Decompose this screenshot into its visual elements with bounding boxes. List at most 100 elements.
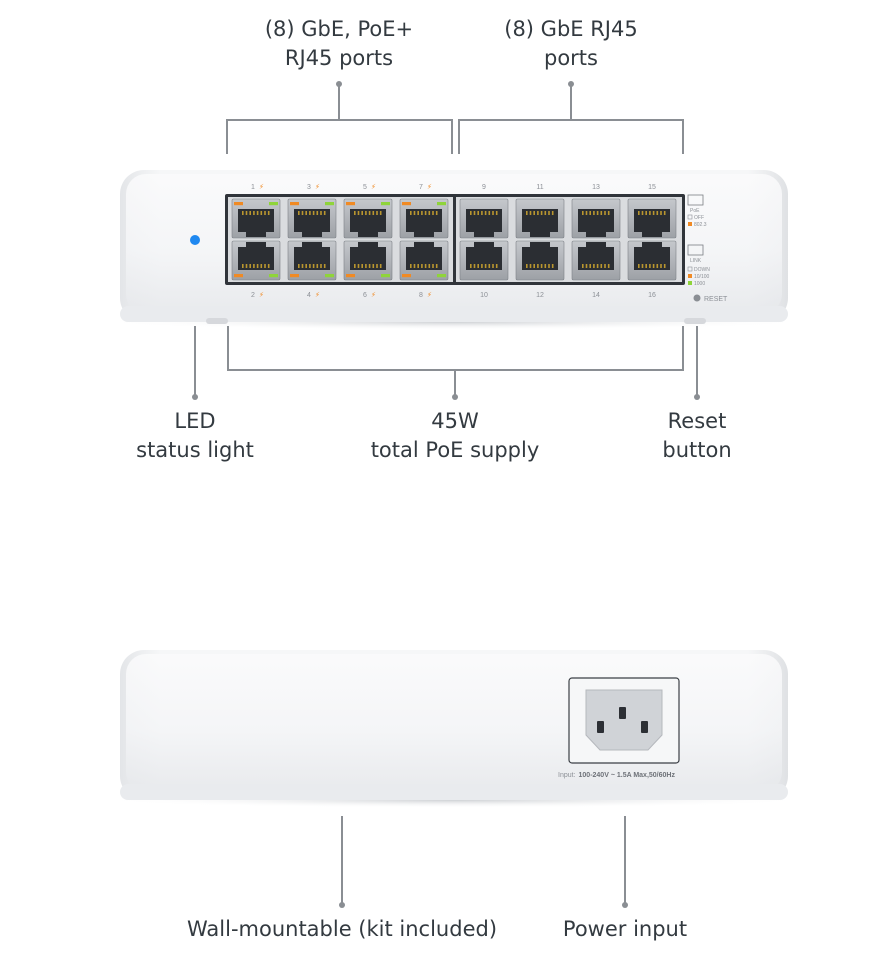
port-led-link <box>437 202 446 206</box>
caption-gbe-ports: (8) GbE RJ45 ports <box>470 15 672 73</box>
port-number-12: 12 <box>536 292 544 299</box>
rj45-port-5[interactable] <box>343 198 393 239</box>
rj45-port-10[interactable] <box>459 240 509 281</box>
port-led-poe <box>402 274 411 278</box>
caption-led-line2: status light <box>136 438 254 462</box>
port-led-link <box>269 274 278 278</box>
port-led-poe <box>346 274 355 278</box>
port-pin <box>256 264 259 268</box>
port-pin <box>589 211 591 215</box>
port-pin <box>372 211 375 215</box>
port-number-9: 9 <box>482 184 486 191</box>
rj45-port-14[interactable] <box>571 240 621 281</box>
rj45-port-9[interactable] <box>459 198 509 239</box>
port-pin <box>428 211 431 215</box>
rj45-port-15[interactable] <box>627 198 677 239</box>
poe-on-swatch <box>688 222 692 226</box>
port-pin <box>656 264 659 268</box>
port-pin <box>379 264 382 268</box>
power-pin-right <box>641 721 648 733</box>
port-socket <box>238 242 274 270</box>
caption-poe-ports-line1: (8) GbE, PoE+ <box>264 17 414 41</box>
port-number-14: 14 <box>592 292 600 299</box>
link-legend-icon <box>687 244 704 256</box>
port-pin <box>551 264 554 268</box>
rj45-port-12[interactable] <box>515 240 565 281</box>
port-pin <box>593 211 595 215</box>
port-pin <box>365 211 367 215</box>
port-pin <box>473 264 476 268</box>
rj45-port-8[interactable] <box>399 240 449 281</box>
port-socket <box>294 209 330 237</box>
port-pin <box>649 264 651 268</box>
poe-bolt-icon: ⚡ <box>427 183 432 191</box>
port-socket <box>238 209 274 237</box>
rj45-port-16[interactable] <box>627 240 677 281</box>
power-inlet-socket[interactable] <box>585 689 663 751</box>
port-socket <box>406 209 442 237</box>
port-pin <box>301 264 304 268</box>
port-led-poe <box>290 202 299 206</box>
port-number-6: 6 <box>363 292 367 299</box>
port-led-link <box>381 202 390 206</box>
power-spec-prefix: Input: <box>558 772 576 779</box>
front-bottom-edge <box>120 306 788 322</box>
poe-bolt-icon: ⚡ <box>259 291 264 299</box>
reset-button[interactable] <box>693 294 701 302</box>
port-led-link <box>325 202 334 206</box>
port-pin <box>361 264 363 268</box>
caption-poe-ports: (8) GbE, PoE+ RJ45 ports <box>238 15 440 73</box>
port-number-4: 4 <box>307 292 311 299</box>
port-pin <box>663 264 666 268</box>
port-led-poe <box>290 274 299 278</box>
port-pin <box>413 211 416 215</box>
poe-bolt-icon: ⚡ <box>315 291 320 299</box>
port-pin <box>312 211 315 215</box>
rj45-port-7[interactable] <box>399 198 449 239</box>
link-down-label: DOWN <box>694 267 710 273</box>
port-pin <box>660 211 662 215</box>
rj45-port-6[interactable] <box>343 240 393 281</box>
port-pin <box>596 211 599 215</box>
port-number-2: 2 <box>251 292 255 299</box>
port-pin <box>253 264 255 268</box>
link-10-100-label: 10/100 <box>694 274 710 280</box>
port-socket <box>350 242 386 270</box>
poe-supply-bracket <box>227 326 684 371</box>
port-pin <box>361 211 363 215</box>
port-led-poe <box>346 202 355 206</box>
port-pin <box>544 211 547 215</box>
port-pin <box>470 211 472 215</box>
poe-off-swatch <box>687 214 693 220</box>
port-pin <box>320 264 322 268</box>
port-pin <box>435 264 438 268</box>
rj45-port-2[interactable] <box>231 240 281 281</box>
caption-power-input-text: Power input <box>562 917 688 941</box>
poe-supply-dot <box>452 394 458 400</box>
port-pin <box>600 211 603 215</box>
port-pin <box>424 211 427 215</box>
poe-off-label: OFF <box>694 215 704 221</box>
port-pin <box>593 264 595 268</box>
port-pin <box>354 211 356 215</box>
rj45-port-11[interactable] <box>515 198 565 239</box>
rj45-port-13[interactable] <box>571 198 621 239</box>
caption-wall-mount-text: Wall-mountable (kit included) <box>186 917 498 941</box>
port-socket <box>350 209 386 237</box>
port-number-1: 1 <box>251 184 255 191</box>
port-pin <box>537 211 539 215</box>
rj45-port-3[interactable] <box>287 198 337 239</box>
caption-poe-supply-line1: 45W <box>431 409 479 433</box>
rj45-port-1[interactable] <box>231 198 281 239</box>
port-pin <box>368 211 371 215</box>
port-pin <box>312 264 315 268</box>
port-pin <box>649 211 651 215</box>
caption-reset-line2: button <box>662 438 732 462</box>
port-led-poe <box>402 202 411 206</box>
led-status-light <box>190 235 200 245</box>
port-socket <box>634 242 670 270</box>
caption-wall-mount: Wall-mountable (kit included) <box>170 915 514 944</box>
rj45-port-4[interactable] <box>287 240 337 281</box>
